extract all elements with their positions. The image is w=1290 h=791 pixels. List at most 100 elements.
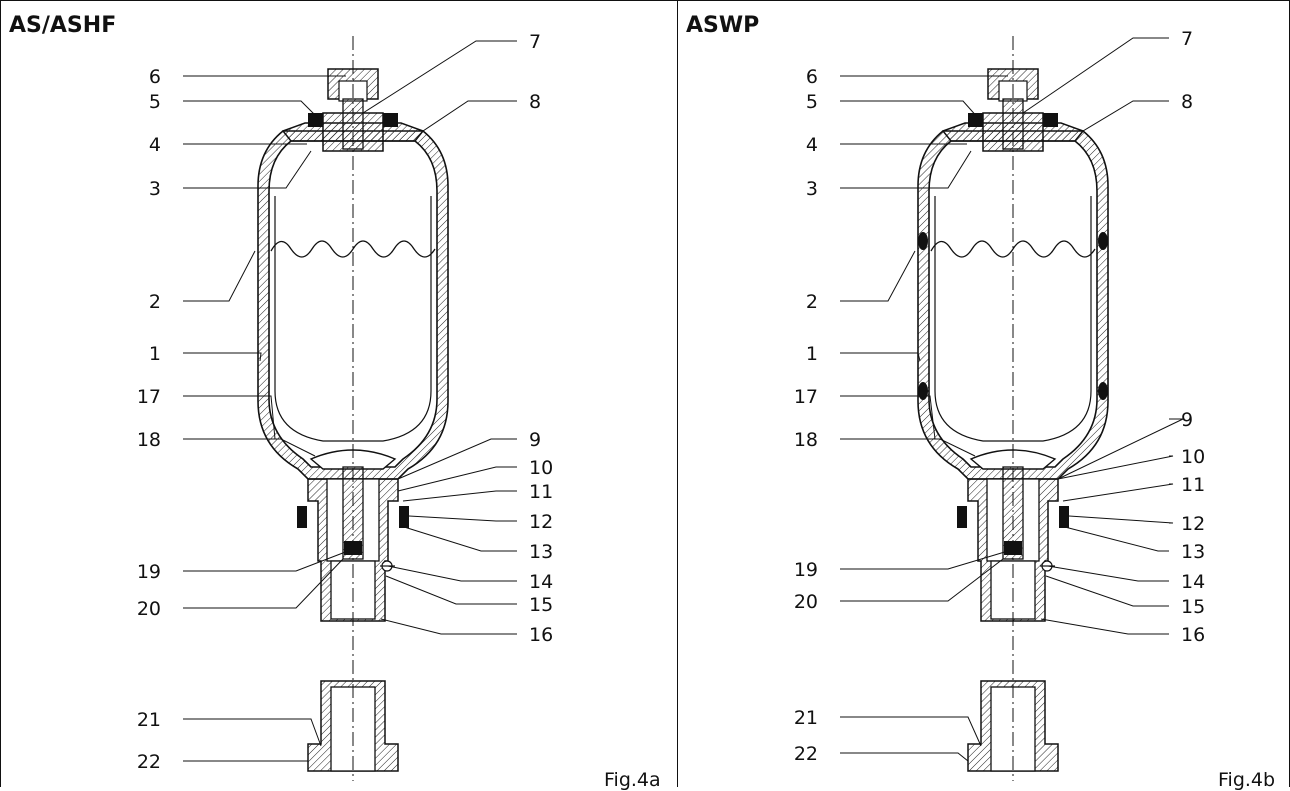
callout-label: 8 xyxy=(529,91,541,113)
callout-label: 12 xyxy=(1181,513,1205,535)
callout-label: 21 xyxy=(794,707,818,729)
leader-line xyxy=(840,438,976,457)
callout-label: 13 xyxy=(529,541,553,563)
callout-label: 15 xyxy=(1181,596,1205,618)
callout-label: 2 xyxy=(806,291,818,313)
callout-label: 8 xyxy=(1181,91,1193,113)
leader-line xyxy=(840,150,972,189)
leader-line xyxy=(1068,515,1174,524)
leader-line xyxy=(397,466,517,492)
callout-label: 5 xyxy=(149,91,161,113)
callout-label: 6 xyxy=(806,66,818,88)
leader-line xyxy=(840,716,982,747)
leader-line xyxy=(840,250,916,302)
ring-nut-right xyxy=(399,506,409,528)
leader-line xyxy=(840,558,1004,602)
callout-label: 1 xyxy=(149,343,161,365)
panel-title: ASWP xyxy=(686,13,760,38)
leader-line xyxy=(1057,418,1184,480)
callout-label: 3 xyxy=(806,178,818,200)
callout-label: 22 xyxy=(794,743,818,765)
leader-line xyxy=(1082,100,1169,132)
callout-label: 4 xyxy=(149,134,161,156)
callout-label: 18 xyxy=(137,429,161,451)
ring-nut-left xyxy=(957,506,967,528)
leader-line xyxy=(385,575,517,605)
callout-label: 17 xyxy=(137,386,161,408)
poppet-disc xyxy=(309,449,397,470)
leader-line xyxy=(387,565,517,582)
lock-nut-left xyxy=(968,113,983,127)
leader-line xyxy=(1060,525,1169,552)
leader-line xyxy=(362,40,517,114)
callout-label: 4 xyxy=(806,134,818,156)
leader-line xyxy=(183,100,320,120)
callout-label: 16 xyxy=(1181,624,1205,646)
callout-label: 11 xyxy=(1181,474,1205,496)
callout-label: 7 xyxy=(529,31,541,53)
callout-label: 20 xyxy=(137,598,161,620)
leader-line xyxy=(408,515,517,522)
callout-label: 16 xyxy=(529,624,553,646)
fluid-level-wave xyxy=(270,240,436,258)
valve-stem xyxy=(1002,98,1024,150)
callout-label: 3 xyxy=(149,178,161,200)
callout-label: 11 xyxy=(529,481,553,503)
callout-label: 21 xyxy=(137,709,161,731)
leader-line xyxy=(840,100,980,120)
leader-line xyxy=(1047,565,1169,582)
leader-line xyxy=(1022,37,1169,114)
callout-label: 19 xyxy=(794,559,818,581)
leader-line xyxy=(183,718,322,747)
callout-label: 9 xyxy=(1181,409,1193,431)
figure-label: Fig.4b xyxy=(1218,769,1276,791)
leader-line xyxy=(840,550,1009,570)
callout-label: 22 xyxy=(137,751,161,773)
callout-label: 1 xyxy=(806,343,818,365)
callout-label: 6 xyxy=(149,66,161,88)
panel-title: AS/ASHF xyxy=(9,13,117,38)
callout-label: 9 xyxy=(529,429,541,451)
callout-label: 7 xyxy=(1181,28,1193,50)
lock-nut-right xyxy=(1043,113,1058,127)
bladder-outline xyxy=(934,196,1092,442)
weld-bead xyxy=(918,232,928,250)
leader-line xyxy=(840,352,921,362)
leader-line xyxy=(380,618,517,635)
leader-line xyxy=(402,490,517,502)
leader-line xyxy=(397,438,517,480)
leader-line xyxy=(183,250,256,302)
leader-line xyxy=(183,438,316,457)
lock-nut-left xyxy=(308,113,323,127)
leader-line xyxy=(183,150,312,189)
callout-label: 14 xyxy=(1181,571,1205,593)
leader-line xyxy=(422,100,517,132)
leader-line xyxy=(183,558,344,609)
lock-nut-right xyxy=(383,113,398,127)
leader-line xyxy=(1045,575,1169,607)
callout-label: 15 xyxy=(529,594,553,616)
callout-label: 18 xyxy=(794,429,818,451)
poppet-disc xyxy=(969,449,1057,470)
callout-label: 14 xyxy=(529,571,553,593)
callout-label: 20 xyxy=(794,591,818,613)
callout-label: 2 xyxy=(149,291,161,313)
valve-stem xyxy=(342,98,364,150)
ring-nut-right xyxy=(1059,506,1069,528)
leader-line xyxy=(1040,618,1169,635)
leader-line xyxy=(840,752,969,762)
callout-label: 19 xyxy=(137,561,161,583)
callout-label: 13 xyxy=(1181,541,1205,563)
ring-nut-left xyxy=(297,506,307,528)
leader-line xyxy=(183,352,262,362)
bladder-outline xyxy=(274,196,432,442)
leader-line xyxy=(183,395,276,440)
callout-label: 10 xyxy=(1181,446,1205,468)
fluid-level-wave xyxy=(930,240,1096,258)
callout-label: 10 xyxy=(529,457,553,479)
callout-label: 17 xyxy=(794,386,818,408)
